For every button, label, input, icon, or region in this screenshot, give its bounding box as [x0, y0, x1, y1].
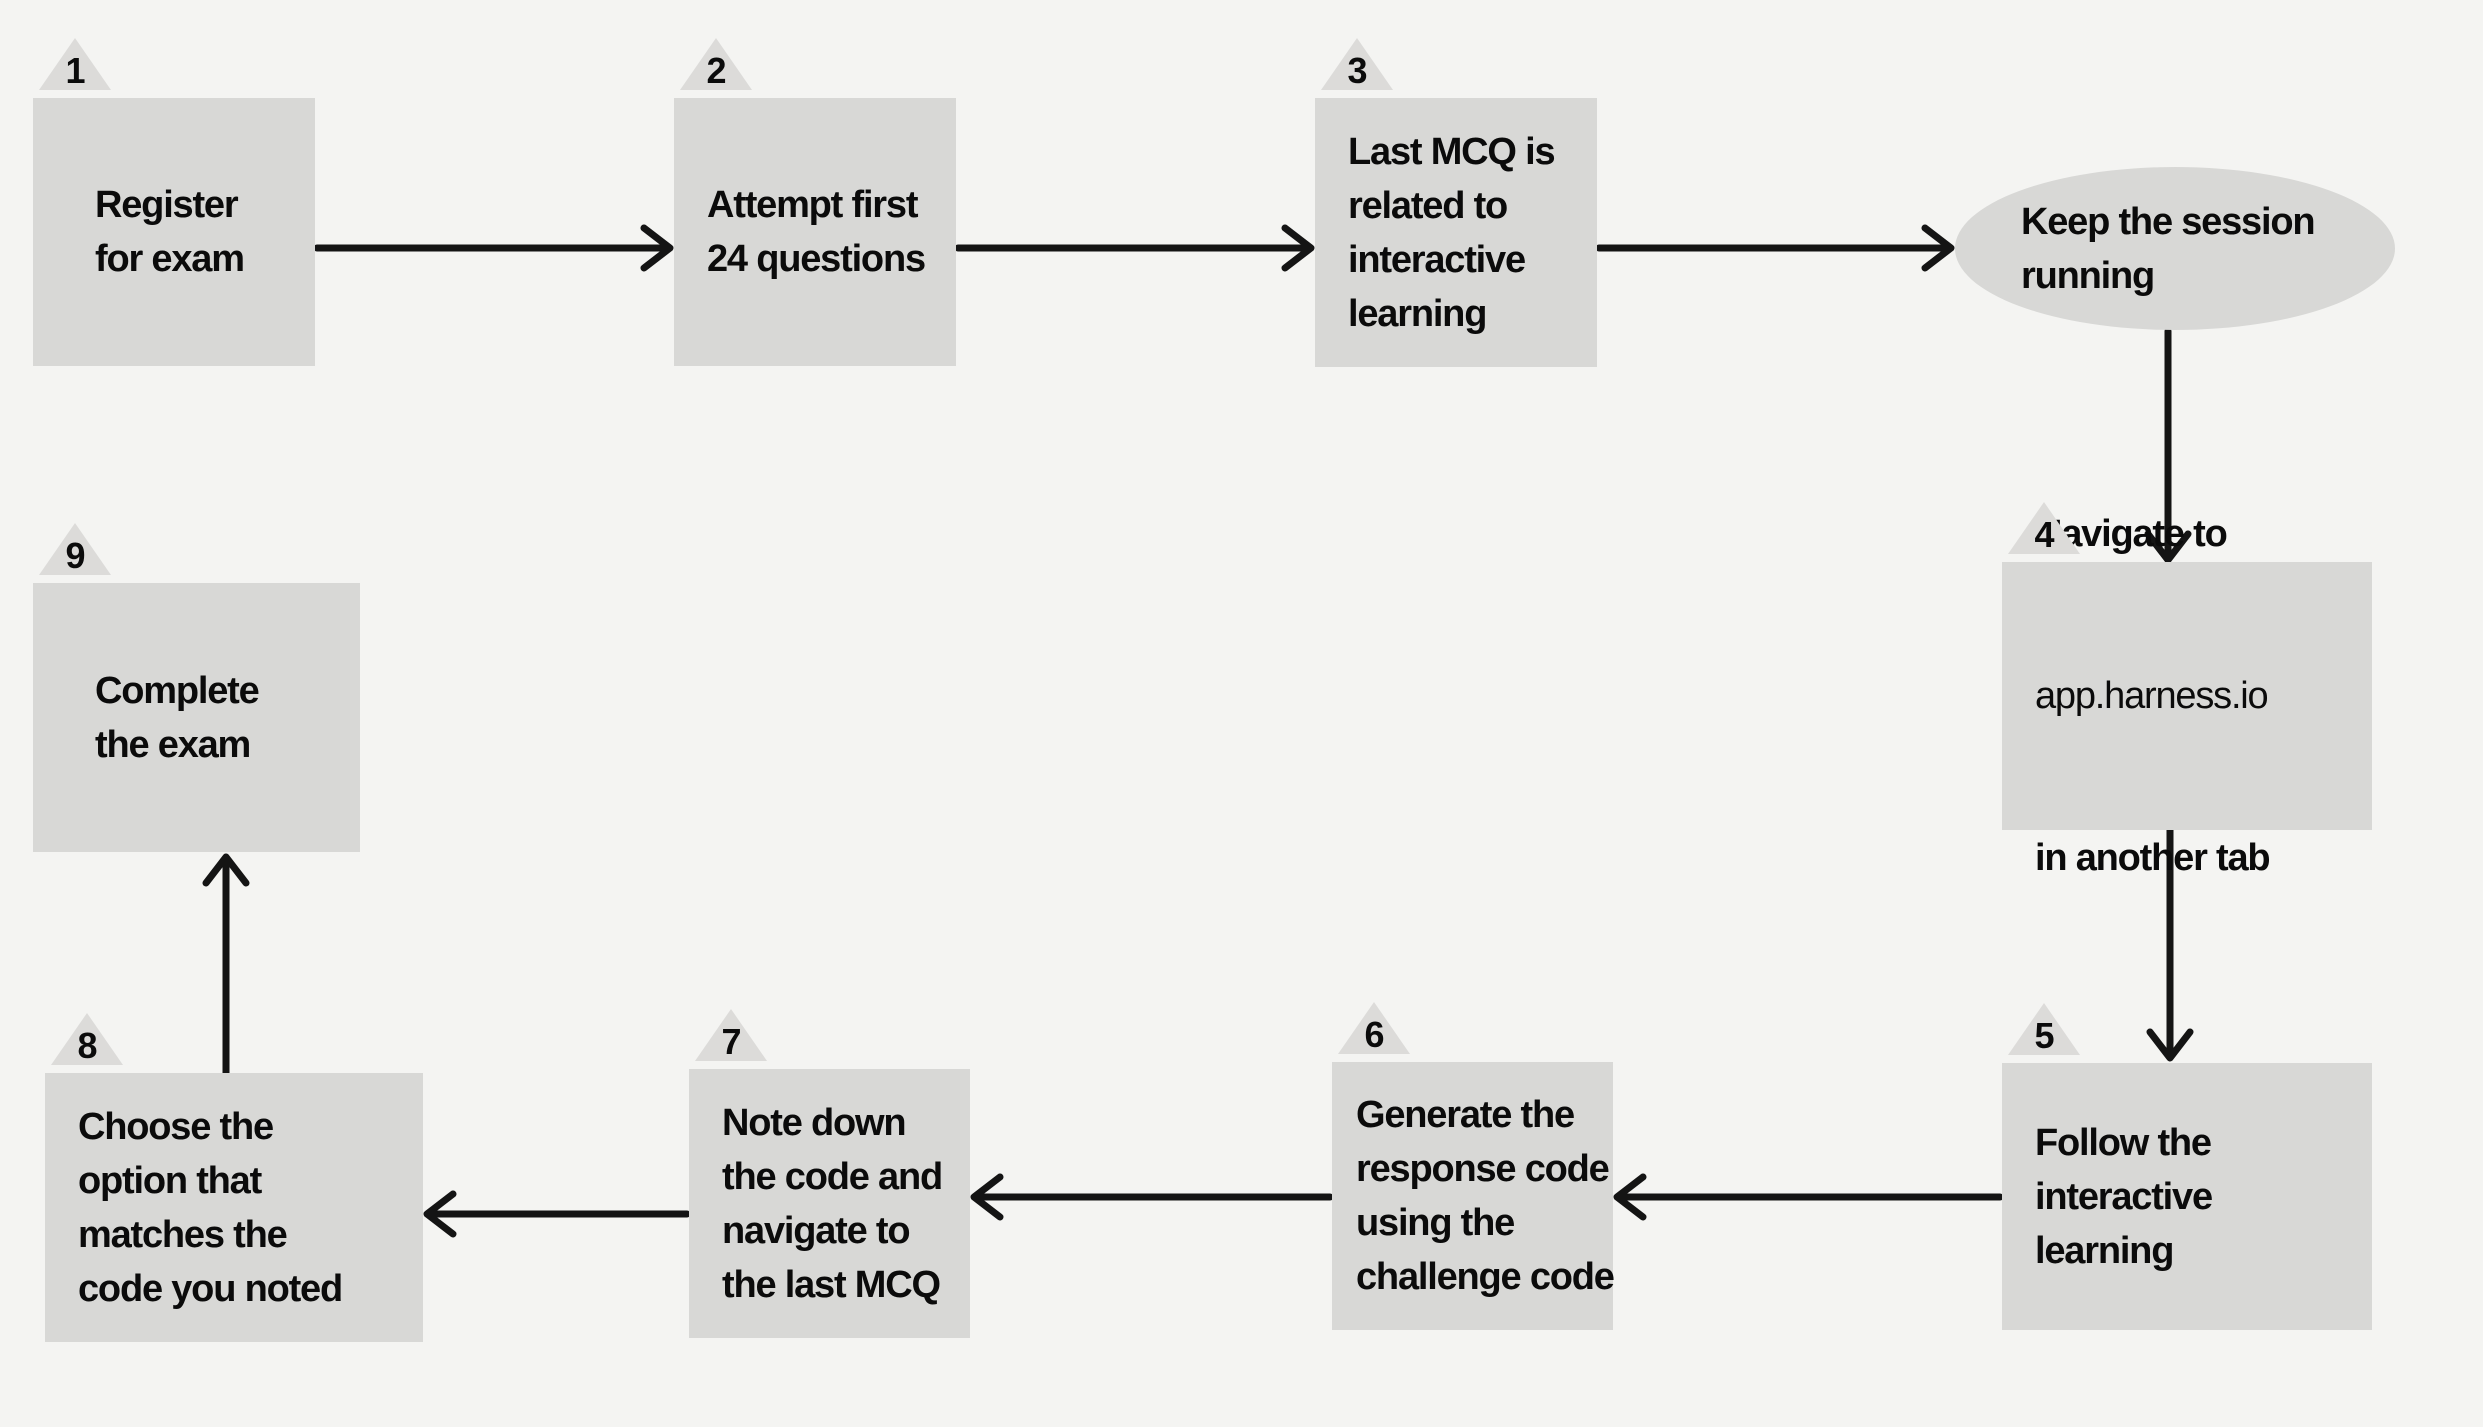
- session-ellipse: Keep the session running: [1955, 167, 2395, 330]
- step-3-number: 3: [1347, 50, 1367, 91]
- arrow-step8-to-step9: [202, 853, 250, 1077]
- step-6-label: Generate the response code using the cha…: [1356, 1094, 1615, 1298]
- step-8-number: 8: [77, 1025, 97, 1066]
- step-3-label: Last MCQ is related to interactive learn…: [1348, 130, 1556, 335]
- step-1-label: Register for exam: [95, 184, 245, 280]
- step-2-number: 2: [706, 50, 726, 91]
- arrow-ellipse-to-step4: [2144, 327, 2192, 564]
- step-5-label: Follow the interactive learning: [2035, 1121, 2213, 1272]
- step-2-box: 2 Attempt first 24 questions: [674, 38, 956, 366]
- step-5-number: 5: [2034, 1015, 2054, 1056]
- arrow-step5-to-step6: [1613, 1173, 2004, 1221]
- step-9-number: 9: [65, 535, 85, 576]
- arrow-step2-to-step3: [954, 224, 1315, 272]
- arrow-step4-to-step5: [2146, 826, 2194, 1062]
- step-9-label: Complete the exam: [95, 669, 260, 766]
- arrow-step1-to-step2: [313, 224, 674, 272]
- step-4-box: 4 Navigate to app.harness.io in another …: [2002, 502, 2372, 879]
- step-8-label: Choose the option that matches the code …: [78, 1105, 343, 1310]
- step-3-box: 3 Last MCQ is related to interactive lea…: [1315, 38, 1597, 367]
- step-7-number: 7: [721, 1021, 741, 1062]
- step-2-label: Attempt first 24 questions: [707, 184, 926, 280]
- step-1-number: 1: [65, 50, 85, 91]
- step-4-number: 4: [2034, 514, 2054, 555]
- step-6-box: 6 Generate the response code using the c…: [1332, 1002, 1615, 1330]
- step-6-number: 6: [1364, 1014, 1384, 1055]
- arrow-step7-to-step8: [423, 1190, 691, 1238]
- step-9-box: 9 Complete the exam: [33, 523, 360, 852]
- step-4-label: Navigate to app.harness.io in another ta…: [2002, 399, 2271, 993]
- arrow-step3-to-ellipse: [1595, 224, 1955, 272]
- step-5-box: 5 Follow the interactive learning: [2002, 1003, 2372, 1330]
- step-4-label-line3: in another tab: [2035, 837, 2271, 879]
- step-7-box: 7 Note down the code and navigate to the…: [689, 1009, 970, 1338]
- session-ellipse-label: Keep the session running: [2021, 200, 2316, 297]
- step-7-label: Note down the code and navigate to the l…: [722, 1101, 943, 1306]
- step-1-box: 1 Register for exam: [33, 38, 315, 366]
- harness-url: app.harness.io: [2035, 675, 2269, 717]
- arrow-step6-to-step7: [970, 1173, 1334, 1221]
- step-8-box: 8 Choose the option that matches the cod…: [45, 1013, 423, 1342]
